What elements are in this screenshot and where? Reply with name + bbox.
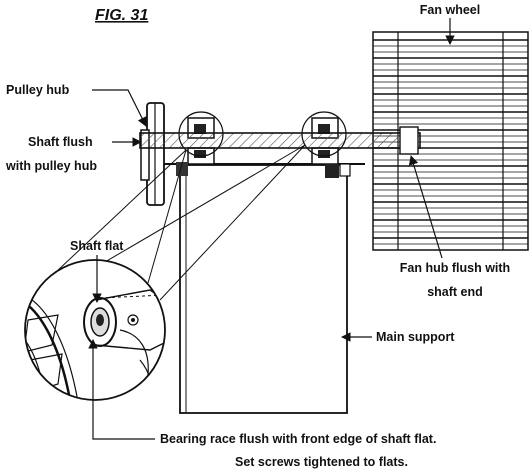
fan-wheel (372, 31, 529, 251)
fan-wheel-label: Fan wheel (420, 3, 480, 17)
bearing-race-label-line1: Bearing race flush with front edge of sh… (160, 432, 436, 446)
detail-marker-right (301, 111, 347, 157)
fan-blade-lines (373, 39, 528, 245)
pulley-hub-label: Pulley hub (6, 83, 70, 97)
main-support (160, 163, 365, 414)
shaft-flush-label-line2: with pulley hub (5, 159, 97, 173)
fan-hub-label-line2: shaft end (427, 285, 483, 299)
pulley (140, 102, 165, 206)
fan-hub-label-line1: Fan hub flush with (400, 261, 510, 275)
detail-view (24, 259, 166, 401)
figure-label: FIG. 31 (95, 7, 148, 24)
bearing-race-leader (88, 339, 155, 440)
shaft-flat-label: Shaft flat (70, 239, 124, 253)
main-support-label: Main support (376, 330, 455, 344)
bearing-race-label-line2: Set screws tightened to flats. (235, 455, 408, 469)
fan-hub-leader (408, 155, 443, 259)
pulley-hub-leader (92, 89, 147, 127)
shaft-flush-label-line1: Shaft flush (28, 135, 93, 149)
detail-marker-left (178, 111, 224, 157)
